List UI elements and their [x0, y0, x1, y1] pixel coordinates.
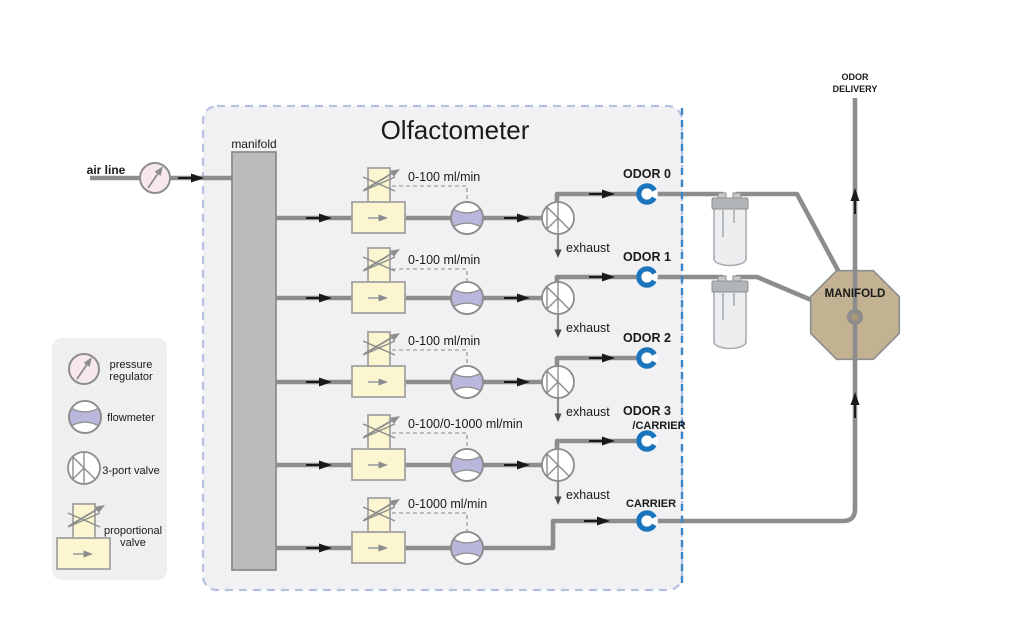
- vial-odor-1: [711, 275, 749, 350]
- legend-pressure-regulator-label-2: regulator: [109, 371, 153, 383]
- air-line-label: air line: [87, 163, 126, 177]
- legend-three-port-valve-icon: [67, 451, 101, 485]
- flow-rate-label-row-1: 0-100 ml/min: [408, 253, 480, 267]
- flowmeter-icon-row-3: [450, 448, 484, 482]
- odor-0-label: ODOR 0: [623, 167, 671, 181]
- legend-proportional-valve-label-2: valve: [120, 537, 146, 549]
- exhaust-label-row-0: exhaust: [566, 241, 610, 255]
- exhaust-label-row-1: exhaust: [566, 321, 610, 335]
- odor-0-connector: [636, 183, 658, 205]
- flow-rate-label-row-0: 0-100 ml/min: [408, 170, 480, 184]
- legend-three-port-valve-label: 3-port valve: [102, 465, 159, 477]
- odor-1-label: ODOR 1: [623, 250, 671, 264]
- flow-rate-callouts: [392, 185, 468, 531]
- legend-pressure-regulator-icon: [69, 354, 99, 384]
- three-port-valve-row-0: [541, 201, 575, 235]
- legend-pressure-regulator-label-1: pressure: [110, 359, 153, 371]
- exhaust-label-row-3: exhaust: [566, 488, 610, 502]
- exhaust-label-row-2: exhaust: [566, 405, 610, 419]
- diagram-title: Olfactometer: [381, 115, 530, 145]
- flowmeter-icon-row-2: [450, 365, 484, 399]
- carrier-label: CARRIER: [626, 498, 676, 510]
- flowmeter-icon-row-4: [450, 531, 484, 565]
- vial-odor-0: [711, 192, 749, 267]
- manifold-outlet-port: [847, 309, 863, 325]
- odor-2-connector: [636, 347, 658, 369]
- manifold-octagon-label: MANIFOLD: [825, 288, 886, 300]
- three-port-valve-row-2: [541, 365, 575, 399]
- flow-rate-label-row-4: 0-1000 ml/min: [408, 497, 487, 511]
- odor-3-carrier-sublabel: /CARRIER: [632, 420, 685, 432]
- manifold-bar-label: manifold: [231, 137, 276, 151]
- legend-flowmeter-label: flowmeter: [107, 412, 155, 424]
- flow-rate-label-row-3: 0-100/0-1000 ml/min: [408, 417, 523, 431]
- pressure-regulator-icon: [140, 163, 170, 193]
- odor-delivery-label-line2: DELIVERY: [833, 84, 878, 94]
- legend-proportional-valve-label-1: proportional: [104, 525, 162, 537]
- three-port-valve-row-1: [541, 281, 575, 315]
- odor-delivery-label-line1: ODOR: [842, 72, 870, 82]
- flowmeter-icon-row-1: [450, 281, 484, 315]
- three-port-valve-row-3: [541, 448, 575, 482]
- odor-3-label: ODOR 3: [623, 404, 671, 418]
- flowmeter-icon-row-0: [450, 201, 484, 235]
- odor-2-label: ODOR 2: [623, 331, 671, 345]
- odor-3-connector: [636, 430, 658, 452]
- carrier-connector: [636, 510, 658, 532]
- legend-flowmeter-icon: [68, 400, 102, 434]
- manifold-bar: [231, 151, 277, 571]
- flow-rate-label-row-2: 0-100 ml/min: [408, 334, 480, 348]
- odor-1-connector: [636, 266, 658, 288]
- legend: pressure regulator flowmeter 3-port valv…: [57, 354, 162, 569]
